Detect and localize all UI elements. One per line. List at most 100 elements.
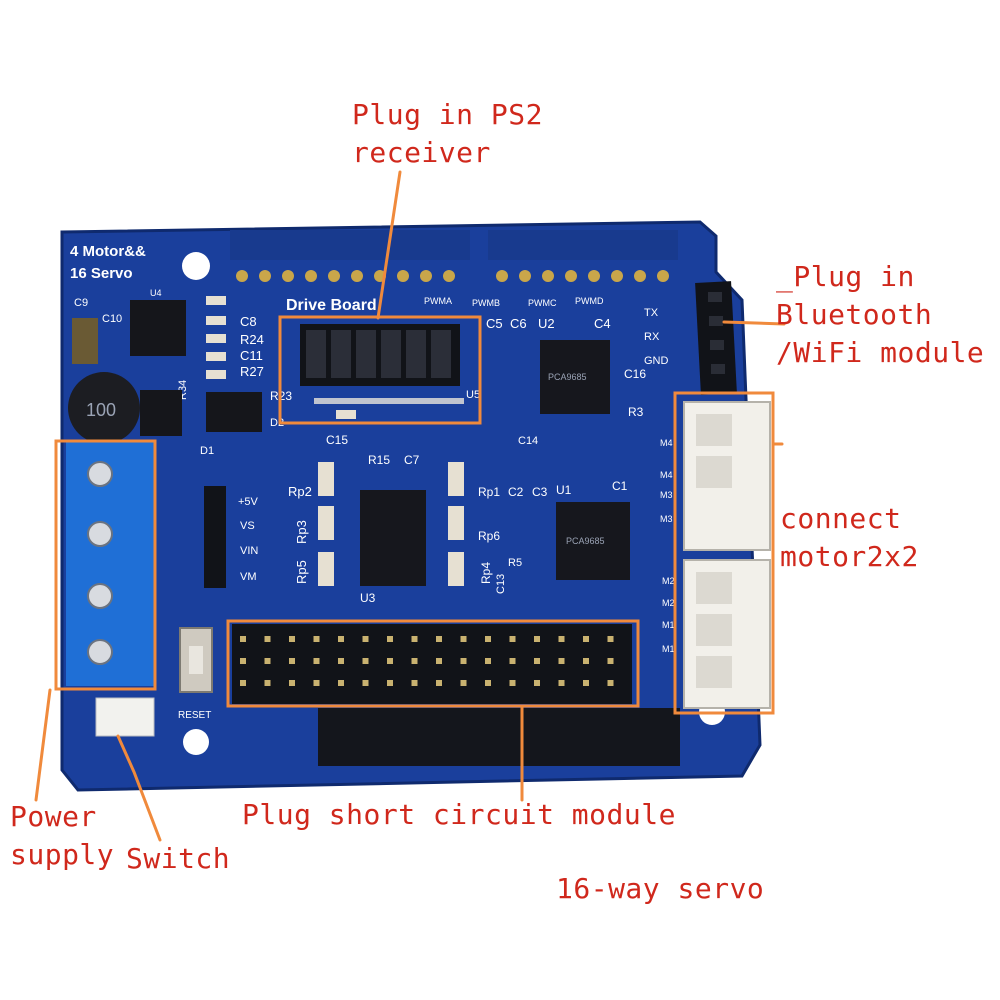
chip-u4	[130, 300, 186, 356]
label-c15: C15	[326, 433, 348, 447]
pwm-label: PWMA	[424, 296, 452, 306]
chip-u1-marking: PCA9685	[566, 536, 605, 546]
header-pin	[485, 658, 491, 664]
rx-label: RX	[644, 331, 660, 343]
label-c11: C11	[240, 348, 263, 363]
header-pin	[460, 636, 467, 642]
header-pin	[411, 658, 418, 664]
header-pin	[436, 680, 442, 686]
header-pin	[362, 680, 369, 686]
header-pin	[583, 636, 589, 642]
power-pointer	[34, 688, 52, 802]
label-u4: U4	[150, 288, 162, 298]
header-pin	[240, 636, 246, 642]
label-c14: C14	[518, 435, 538, 447]
header-pin	[387, 680, 393, 686]
ps2-header	[300, 324, 464, 404]
servo-annotation: 16-way servo	[556, 872, 765, 905]
motor-label: M3	[660, 514, 673, 524]
regulator	[140, 390, 182, 436]
label-c1: C1	[612, 479, 628, 493]
rail-vs: VS	[240, 520, 255, 532]
header-pin	[362, 636, 369, 642]
label-u3: U3	[360, 591, 376, 605]
pwm-label: PWMC	[528, 298, 557, 308]
header-pin	[509, 658, 516, 664]
motor-label: M3	[660, 490, 673, 500]
switch-pointer	[116, 734, 162, 842]
header-pin	[436, 636, 442, 642]
bluetooth-header	[695, 281, 737, 395]
header-pin	[411, 636, 418, 642]
cap-c15	[336, 410, 356, 419]
power-rail-header	[204, 486, 226, 588]
motor-label: M1	[662, 620, 675, 630]
header-pin	[313, 636, 320, 642]
label-c10: C10	[102, 313, 122, 325]
chip-u1	[556, 502, 630, 580]
header-pin	[534, 680, 540, 686]
ps2-annotation: Plug in PS2 receiver	[352, 98, 543, 169]
label-c4: C4	[594, 316, 611, 331]
header-pin	[534, 658, 540, 664]
header-pin	[338, 658, 344, 664]
header-pin	[387, 636, 393, 642]
label-r24: R24	[240, 332, 264, 347]
capacitor-c10	[72, 318, 98, 364]
label-d1: D1	[200, 445, 214, 457]
header-pin	[313, 658, 320, 664]
inductor-value: 100	[86, 400, 116, 420]
header-pin	[240, 658, 246, 664]
header-pin	[558, 636, 565, 642]
servo-header	[318, 708, 680, 766]
motor-label: M2	[662, 576, 675, 586]
board-title-1: 4 Motor&&	[70, 243, 146, 260]
header-pin	[338, 680, 344, 686]
motor-connectors	[683, 401, 771, 709]
label-c16: C16	[624, 367, 646, 381]
label-r5: R5	[508, 557, 522, 569]
header-pin	[460, 680, 467, 686]
mount-hole	[182, 252, 210, 280]
label-c3: C3	[532, 485, 548, 499]
header-pin	[558, 680, 565, 686]
chip-u2	[540, 340, 610, 414]
label-c7: C7	[404, 453, 420, 467]
header-pin	[362, 658, 369, 664]
rail-5v: +5V	[238, 496, 259, 508]
pwm-label: PWMD	[575, 296, 604, 306]
label-c13: C13	[495, 574, 507, 594]
header-pin	[583, 680, 589, 686]
label-c5: C5	[486, 316, 503, 331]
label-u1: U1	[556, 483, 572, 497]
label-c2: C2	[508, 485, 524, 499]
gnd-label: GND	[644, 355, 669, 367]
inductor	[68, 372, 140, 444]
label-c9: C9	[74, 297, 88, 309]
label-r3: R3	[628, 405, 644, 419]
header-pin	[583, 658, 589, 664]
motor-label: M4	[660, 470, 673, 480]
header-pin	[607, 636, 614, 642]
label-rp5: Rp5	[294, 560, 309, 584]
header-pin	[436, 658, 442, 664]
label-r15: R15	[368, 453, 390, 467]
header-pin	[338, 636, 344, 642]
switch-connector	[95, 697, 155, 737]
label-u2: U2	[538, 316, 555, 331]
short-circuit-annotation: Plug short circuit module	[242, 798, 676, 831]
header-pin	[289, 658, 295, 664]
header-pin	[411, 680, 418, 686]
chip-u2-marking: PCA9685	[548, 372, 587, 382]
motor-annotation: connect motor2x2	[780, 502, 919, 573]
label-rp3: Rp3	[294, 520, 309, 544]
header-pin	[534, 636, 540, 642]
header-pin	[264, 636, 271, 642]
resistor-packs-left	[318, 462, 334, 586]
switch-annotation: Switch	[126, 842, 231, 875]
bluetooth-pointer	[722, 320, 786, 326]
tx-label: TX	[644, 307, 659, 319]
label-c8: C8	[240, 314, 257, 329]
bluetooth-annotation: _Plug in Bluetooth /WiFi module	[776, 260, 985, 369]
